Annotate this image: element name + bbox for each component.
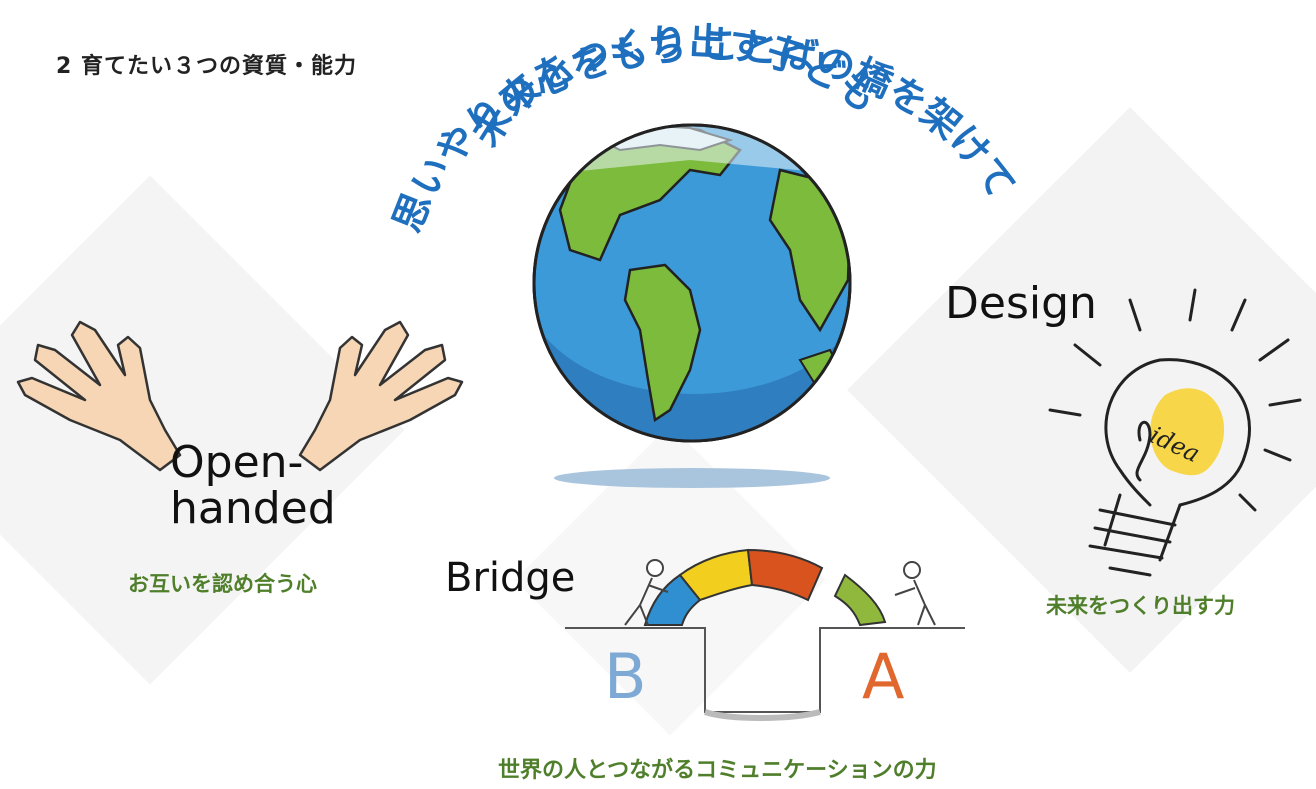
- open-handed-line1: Open-: [170, 437, 304, 488]
- bridge-label: Bridge: [445, 555, 576, 601]
- bridge-caption: 世界の人とつながるコミュニケーションの力: [498, 758, 937, 783]
- design-label: Design: [945, 278, 1097, 329]
- open-handed-line2: handed: [170, 483, 336, 534]
- open-handed-label: Open- handed: [170, 440, 336, 532]
- bridge-letter-b: B: [604, 640, 647, 713]
- open-handed-caption: お互いを認め合う心: [128, 572, 317, 596]
- design-caption: 未来をつくり出す力: [1046, 594, 1235, 618]
- bridge-letter-a: A: [862, 640, 905, 713]
- globe-icon: [532, 123, 852, 488]
- idea-lightbulb-icon: idea: [1048, 288, 1302, 577]
- puzzle-bridge-icon: [565, 548, 965, 721]
- open-hands-icon: [16, 320, 464, 472]
- section-heading: 2 育てたい３つの資質・能力: [56, 54, 357, 79]
